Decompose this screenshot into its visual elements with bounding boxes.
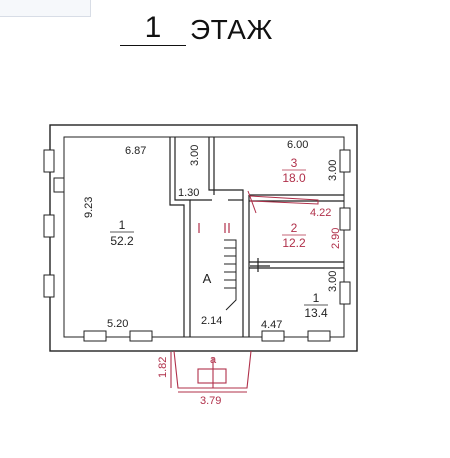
dim-hall-notch-h: 1.30 bbox=[178, 187, 199, 199]
room-1b-area: 13.4 bbox=[304, 306, 328, 320]
dim-room2-side: 2.90 bbox=[330, 228, 342, 249]
dim-stair-width: 2.14 bbox=[201, 315, 222, 327]
floor-number-underline bbox=[120, 45, 186, 46]
dimension-labels: 6.87 9.23 5.20 3.00 1.30 2.14 6.00 3.00 … bbox=[83, 139, 339, 331]
room-3-area: 18.0 bbox=[282, 171, 306, 185]
room3-annotation bbox=[247, 190, 319, 214]
room-labels: 1 52.2 3 18.0 2 12.2 1 13.4 bbox=[110, 156, 328, 320]
wall-niche bbox=[53, 177, 65, 193]
dim-room1-top: 6.87 bbox=[125, 145, 146, 157]
dimension-labels-red: 4.22 2.90 3.79 1.82 bbox=[157, 207, 342, 407]
dim-room1-bottom: 5.20 bbox=[107, 318, 128, 330]
window-left-3 bbox=[43, 274, 55, 298]
partition-room1-right-inner bbox=[169, 137, 185, 337]
dim-room1b-bottom: 4.47 bbox=[261, 319, 282, 331]
dim-porch-width: 3.79 bbox=[200, 395, 221, 407]
stair-rail bbox=[224, 239, 237, 311]
window-left-2 bbox=[43, 214, 55, 238]
partition-room1-right bbox=[174, 137, 191, 337]
window-bottom-1 bbox=[83, 330, 107, 342]
floor-word: ЭТАЖ bbox=[190, 14, 273, 45]
corner-tab bbox=[0, 0, 91, 17]
dim-room3-side: 3.00 bbox=[327, 160, 339, 181]
room-2-label: 2 12.2 bbox=[282, 221, 306, 250]
dim-room3-bottom: 4.22 bbox=[310, 207, 331, 219]
floor-title: 1 ЭТАЖ bbox=[0, 0, 450, 60]
room3-area-marker bbox=[249, 195, 319, 205]
room-2-area: 12.2 bbox=[282, 236, 306, 250]
window-right-3 bbox=[339, 281, 351, 305]
door-letter: I bbox=[198, 224, 201, 235]
door-marks bbox=[198, 223, 270, 272]
dim-room1b-side: 3.00 bbox=[327, 271, 339, 292]
dim-hall-notch-v: 3.00 bbox=[189, 145, 201, 166]
room-3-number: 3 bbox=[291, 156, 298, 170]
room-1b-label: 1 13.4 bbox=[304, 291, 328, 320]
outer-walls bbox=[49, 124, 358, 352]
inner-wall-outline bbox=[63, 136, 345, 338]
room-1-number: 1 bbox=[119, 218, 126, 232]
room-3-label: 3 18.0 bbox=[282, 156, 306, 185]
room-1b-number: 1 bbox=[313, 291, 320, 305]
room-2-number: 2 bbox=[291, 221, 298, 235]
room-1-label: 1 52.2 bbox=[110, 218, 134, 248]
window-bottom-3 bbox=[261, 330, 285, 342]
stair-letter: А bbox=[203, 271, 212, 286]
porch bbox=[170, 350, 252, 393]
windows bbox=[43, 149, 351, 342]
room-1-area: 52.2 bbox=[110, 234, 134, 248]
window-bottom-4 bbox=[307, 330, 331, 342]
window-right-1 bbox=[339, 149, 351, 173]
outer-wall-outline bbox=[49, 124, 358, 352]
porch-step bbox=[197, 368, 227, 384]
partitions bbox=[169, 137, 344, 337]
room3-cross-mark bbox=[247, 190, 257, 214]
staircase bbox=[224, 239, 237, 311]
floor-number: 1 bbox=[144, 11, 162, 44]
dim-room3-top: 6.00 bbox=[287, 139, 308, 151]
porch-letter: а bbox=[210, 354, 217, 366]
partition-room3-left bbox=[208, 137, 244, 200]
dim-porch-depth: 1.82 bbox=[157, 357, 169, 378]
window-left-1 bbox=[43, 149, 55, 173]
window-right-2 bbox=[339, 207, 351, 231]
window-bottom-2 bbox=[129, 330, 153, 342]
dim-room1-side: 9.23 bbox=[83, 197, 95, 218]
